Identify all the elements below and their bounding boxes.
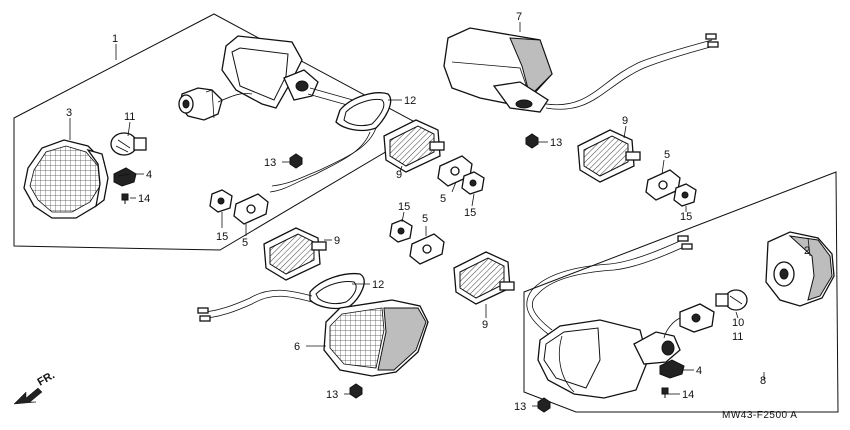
callout-9-a: 9 (396, 169, 402, 181)
clip-right (659, 359, 685, 379)
callout-5-a: 5 (440, 193, 446, 205)
callout-9-d: 9 (482, 319, 488, 331)
callout-5-b: 5 (664, 149, 670, 161)
front-arrow-icon (13, 387, 43, 405)
front-lens-right (765, 231, 835, 307)
callout-5-d: 5 (422, 213, 428, 225)
flasher-unit-upper-left (383, 119, 445, 173)
nut-15-a (461, 171, 485, 195)
callout-3: 3 (66, 107, 72, 119)
gasket-upper (335, 92, 392, 132)
gasket-lower (309, 272, 365, 310)
callout-4-left: 4 (146, 169, 152, 181)
rear-turn-signal-housing-upper (443, 27, 719, 113)
callout-9-b: 9 (622, 115, 628, 127)
callout-labels: 1 2 3 4 4 5 5 5 5 6 7 8 9 9 9 9 10 11 11… (66, 11, 810, 413)
washer-5-d (409, 233, 445, 265)
front-turn-signal-housing-left (221, 35, 387, 117)
washer-5-c (233, 193, 269, 225)
diagram-code: MW43-F2500 A (722, 410, 797, 421)
washer-5-b (645, 169, 681, 201)
flasher-unit-mid-right (453, 251, 515, 305)
callout-6: 6 (294, 341, 300, 353)
callout-5-c: 5 (242, 237, 248, 249)
callout-7: 7 (516, 11, 522, 23)
clip-left (113, 167, 137, 187)
flasher-unit-mid-left (263, 227, 327, 281)
callout-13-d: 13 (514, 401, 526, 413)
callout-15-a: 15 (464, 207, 476, 219)
callout-9-c: 9 (334, 235, 340, 247)
bulb-right (715, 289, 748, 311)
callout-10: 10 (732, 317, 744, 329)
callout-4-right: 4 (696, 365, 702, 377)
leader-lines (69, 22, 811, 407)
callout-13-c: 13 (326, 389, 338, 401)
callout-14-right: 14 (682, 389, 694, 401)
bulb-socket-right (663, 303, 715, 339)
bolt-13-a (289, 153, 303, 169)
callout-12-b: 12 (372, 279, 384, 291)
screw-left-14 (121, 193, 129, 204)
flasher-unit-upper-right (577, 129, 641, 183)
assembly-frame-right (523, 171, 839, 413)
screw-right-14 (661, 387, 669, 398)
callout-2: 2 (804, 245, 810, 257)
front-lens-left (23, 139, 109, 219)
front-direction-indicator: FR. (13, 369, 57, 405)
bolt-13-b (525, 133, 539, 149)
front-turn-signal-housing-right (526, 235, 693, 399)
nut-15-b (673, 183, 697, 207)
bolt-13-d (537, 397, 551, 413)
callout-15-c: 15 (216, 231, 228, 243)
direction-label: FR. (36, 369, 57, 388)
callout-8: 8 (760, 375, 766, 387)
callout-13-a: 13 (264, 157, 276, 169)
callout-14-left: 14 (138, 193, 150, 205)
callout-11-right: 11 (732, 331, 743, 343)
assembly-frame-left (13, 13, 428, 251)
callout-11-left: 11 (124, 111, 135, 123)
nut-15-c (209, 189, 233, 213)
callout-1: 1 (112, 33, 118, 45)
callout-15-d: 15 (398, 201, 410, 213)
bulb-socket-left (178, 87, 253, 121)
bolt-13-c (349, 383, 363, 399)
bulb-left (110, 132, 147, 156)
callout-15-b: 15 (680, 211, 692, 223)
rear-turn-signal-housing-lower (323, 299, 429, 377)
callout-13-b: 13 (550, 137, 562, 149)
nut-15-d (389, 219, 413, 243)
callout-12-a: 12 (404, 95, 416, 107)
